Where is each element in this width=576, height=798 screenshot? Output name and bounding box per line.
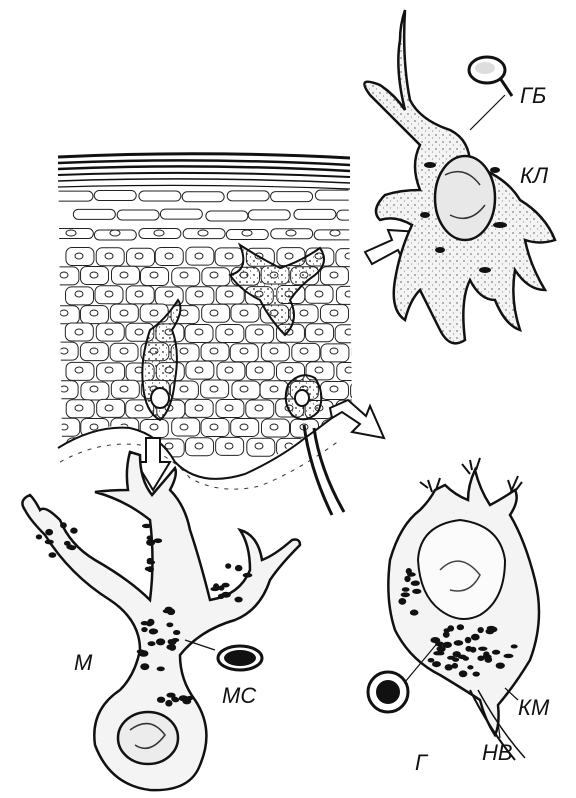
birbeck-granule [469, 57, 512, 130]
langerhans-nucleus [435, 156, 495, 240]
tissue-merkel-cell [286, 375, 322, 419]
nerve-fiber [304, 425, 344, 515]
label-gb: ГБ [520, 83, 546, 108]
epidermis-section [50, 154, 401, 515]
label-km: КМ [518, 695, 550, 720]
arrow-to-km [330, 400, 384, 438]
label-m: М [74, 650, 93, 675]
merkel-cell [388, 458, 539, 760]
label-nv: НВ [482, 740, 513, 765]
melanosome-detail [185, 640, 262, 670]
melanocyte [22, 452, 300, 790]
label-g: Г [415, 750, 429, 775]
melanocyte-nucleus [118, 712, 178, 764]
stratum-corneum [58, 154, 350, 189]
label-ms: МС [222, 683, 256, 708]
label-kl: КЛ [520, 163, 549, 188]
